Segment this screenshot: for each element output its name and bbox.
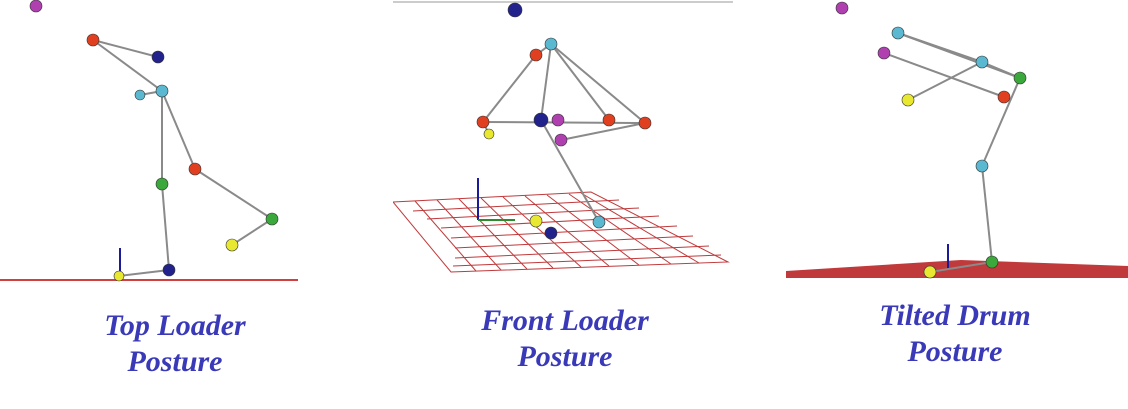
joint-marker — [476, 115, 490, 129]
joint-marker — [592, 215, 606, 229]
bone — [540, 43, 552, 121]
joint-marker — [483, 128, 495, 140]
bone — [540, 119, 600, 223]
joint-marker — [891, 26, 905, 40]
tilted-drum-caption: Tilted Drum Posture — [820, 298, 1090, 370]
joint-marker — [162, 263, 176, 277]
bone — [118, 269, 170, 277]
bone — [981, 165, 993, 263]
top-loader-figure — [0, 0, 340, 290]
joint-marker — [188, 162, 202, 176]
bone — [161, 90, 196, 170]
joint-marker — [533, 112, 549, 128]
tilted-drum-skeleton — [786, 1, 1128, 279]
joint-marker — [155, 84, 169, 98]
bone — [550, 43, 646, 124]
joint-marker — [985, 255, 999, 269]
joint-marker — [554, 133, 568, 147]
front-loader-caption: Front Loader Posture — [430, 303, 700, 375]
joint-marker — [901, 93, 915, 107]
joint-marker — [529, 214, 543, 228]
bone — [92, 39, 159, 58]
joint-marker — [544, 37, 558, 51]
caption-line-2: Posture — [907, 335, 1003, 368]
joint-marker — [551, 113, 565, 127]
front-loader-skeleton — [393, 1, 733, 273]
joint-marker — [134, 89, 146, 101]
joint-marker — [86, 33, 100, 47]
joint-marker — [602, 113, 616, 127]
joint-marker — [265, 212, 279, 226]
joint-marker — [113, 270, 125, 282]
bone — [929, 261, 993, 273]
front-loader-figure — [393, 0, 733, 290]
top-loader-caption: Top Loader Posture — [40, 308, 310, 380]
bone — [883, 52, 1005, 98]
joint-marker — [1013, 71, 1027, 85]
bone — [194, 168, 273, 220]
ground-grid — [393, 191, 730, 273]
top-loader-skeleton — [0, 0, 298, 282]
bone — [92, 39, 163, 92]
joint-marker — [507, 2, 523, 18]
bone — [560, 122, 646, 141]
bone — [231, 218, 273, 246]
joint-marker — [544, 226, 558, 240]
joint-marker — [638, 116, 652, 130]
bone — [161, 183, 170, 271]
joint-marker — [877, 46, 891, 60]
joint-marker — [225, 238, 239, 252]
joint-marker — [975, 159, 989, 173]
joint-marker — [155, 177, 169, 191]
bone — [482, 54, 537, 123]
caption-line-2: Posture — [127, 345, 223, 378]
joint-marker — [835, 1, 849, 15]
bone — [482, 121, 646, 124]
caption-line-1: Front Loader — [481, 304, 649, 337]
bone — [981, 77, 1021, 167]
joint-marker — [975, 55, 989, 69]
joint-marker — [151, 50, 165, 64]
caption-line-2: Posture — [517, 340, 613, 373]
joint-marker — [923, 265, 937, 279]
bone — [981, 61, 1021, 79]
caption-line-1: Tilted Drum — [879, 299, 1031, 332]
caption-line-1: Top Loader — [104, 309, 246, 342]
joint-marker — [529, 48, 543, 62]
joint-marker — [997, 90, 1011, 104]
ground-plane — [786, 260, 1128, 278]
bone — [907, 61, 983, 101]
bone — [550, 43, 610, 121]
joint-marker — [29, 0, 43, 13]
tilted-drum-figure — [786, 0, 1128, 290]
